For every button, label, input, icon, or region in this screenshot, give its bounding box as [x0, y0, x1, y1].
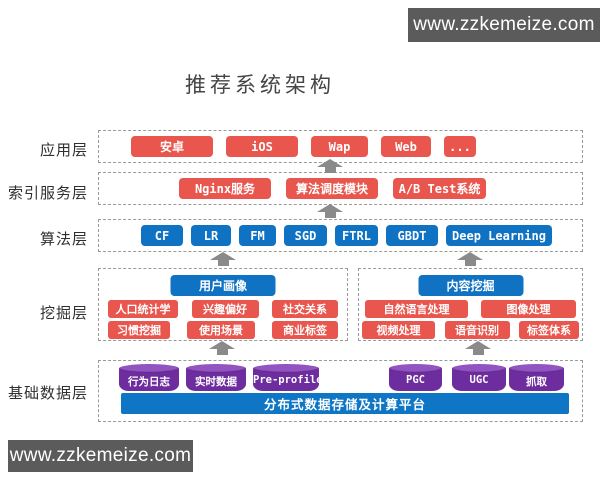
watermark-top-bar: www.zzkemeize.com	[408, 8, 600, 42]
node-tag-system: 标签体系	[519, 321, 579, 339]
node-content-mining-header: 内容挖掘	[418, 275, 523, 296]
arrow-head	[465, 341, 491, 349]
node-wap: Wap	[311, 136, 368, 157]
node-fm: FM	[239, 225, 276, 246]
index-service-layer-container: Nginx服务 算法调度模块 A/B Test系统	[98, 172, 583, 205]
diagram-title: 推荐系统架构	[185, 73, 335, 97]
up-arrow-userprofile-to-algo	[210, 252, 236, 266]
cylinder-pgc: PGC	[389, 364, 442, 391]
arrow-head	[317, 204, 343, 212]
user-profile-row-1: 人口统计学 兴趣偏好 社交关系	[99, 300, 347, 318]
node-lr: LR	[191, 225, 231, 246]
label-application-layer: 应用层	[39, 142, 88, 159]
up-arrow-base-to-userprofile	[209, 341, 235, 355]
cylinder-top	[389, 364, 442, 373]
node-image-processing: 图像处理	[481, 300, 576, 318]
arrow-stem	[324, 212, 336, 218]
arrow-stem	[324, 167, 336, 173]
content-mining-row-1: 自然语言处理 图像处理	[359, 300, 582, 318]
application-layer-container: 安卓 iOS Wap Web ...	[98, 130, 583, 163]
node-nginx-service: Nginx服务	[179, 178, 271, 199]
base-data-layer-container: 行为日志 实时数据 Pre-profile PGC UGC 抓取 分布式数据存储…	[98, 360, 583, 422]
cylinder-behavior-log: 行为日志	[119, 364, 179, 391]
node-social-relations: 社交关系	[272, 300, 338, 318]
node-ftrl: FTRL	[335, 225, 378, 246]
cylinder-label: Pre-profile	[253, 374, 323, 386]
up-arrow-base-to-content	[465, 341, 491, 355]
algorithm-layer-container: CF LR FM SGD FTRL GBDT Deep Learning	[98, 219, 583, 252]
up-arrow-content-to-algo	[457, 252, 483, 266]
arrow-head	[209, 341, 235, 349]
up-arrow-algo-to-index	[317, 204, 343, 218]
node-ios: iOS	[226, 136, 298, 157]
arrow-stem	[472, 349, 484, 355]
node-algo-scheduler: 算法调度模块	[286, 178, 378, 199]
node-ab-test-system: A/B Test系统	[393, 178, 486, 199]
node-user-profile-header: 用户画像	[170, 275, 276, 296]
cylinder-top	[119, 364, 179, 373]
cylinder-label: PGC	[406, 374, 425, 386]
node-android: 安卓	[131, 136, 213, 157]
node-speech-recognition: 语音识别	[444, 321, 510, 339]
node-gbdt: GBDT	[386, 225, 438, 246]
cylinder-top	[452, 364, 506, 373]
label-mining-layer: 挖掘层	[39, 305, 88, 322]
content-mining-container: 内容挖掘 自然语言处理 图像处理 视频处理 语音识别 标签体系	[358, 268, 583, 341]
node-ellipsis: ...	[444, 136, 476, 157]
cylinder-pre-profile: Pre-profile	[253, 364, 323, 391]
cylinder-ugc: UGC	[452, 364, 506, 391]
cylinder-top	[509, 364, 564, 373]
watermark-bottom-bar: www.zzkemeize.com	[8, 440, 193, 472]
cylinder-label: UGC	[469, 374, 489, 386]
arrow-stem	[216, 349, 228, 355]
cylinder-top	[253, 364, 319, 373]
arrow-stem	[464, 260, 476, 266]
node-cf: CF	[141, 225, 183, 246]
arrow-head	[210, 252, 236, 260]
cylinder-crawl: 抓取	[509, 364, 564, 391]
user-profile-container: 用户画像 人口统计学 兴趣偏好 社交关系 习惯挖掘 使用场景 商业标签	[98, 268, 348, 341]
node-video-processing: 视频处理	[362, 321, 435, 339]
cylinder-label: 行为日志	[128, 376, 170, 388]
cylinder-label: 实时数据	[195, 376, 237, 388]
node-usage-scenario: 使用场景	[187, 321, 255, 339]
user-profile-row-2: 习惯挖掘 使用场景 商业标签	[99, 321, 347, 339]
cylinder-top	[186, 364, 246, 373]
content-mining-row-2: 视频处理 语音识别 标签体系	[359, 321, 582, 339]
arrow-head	[317, 159, 343, 167]
arrow-head	[457, 252, 483, 260]
label-base-data-layer: 基础数据层	[7, 385, 88, 402]
node-commercial-tags: 商业标签	[272, 321, 338, 339]
node-demographics: 人口统计学	[108, 300, 178, 318]
label-algorithm-layer: 算法层	[39, 231, 88, 248]
node-web: Web	[381, 136, 431, 157]
node-interest-preference: 兴趣偏好	[191, 300, 259, 318]
node-deep-learning: Deep Learning	[446, 225, 552, 246]
arrow-stem	[217, 260, 229, 266]
label-index-service-layer: 索引服务层	[7, 185, 88, 202]
cylinder-label: 抓取	[526, 376, 547, 388]
node-nlp: 自然语言处理	[365, 300, 468, 318]
node-sgd: SGD	[284, 225, 327, 246]
up-arrow-index-to-app	[317, 159, 343, 173]
cylinder-realtime-data: 实时数据	[186, 364, 246, 391]
node-distributed-storage-platform: 分布式数据存储及计算平台	[121, 393, 569, 414]
node-habit-mining: 习惯挖掘	[108, 321, 170, 339]
